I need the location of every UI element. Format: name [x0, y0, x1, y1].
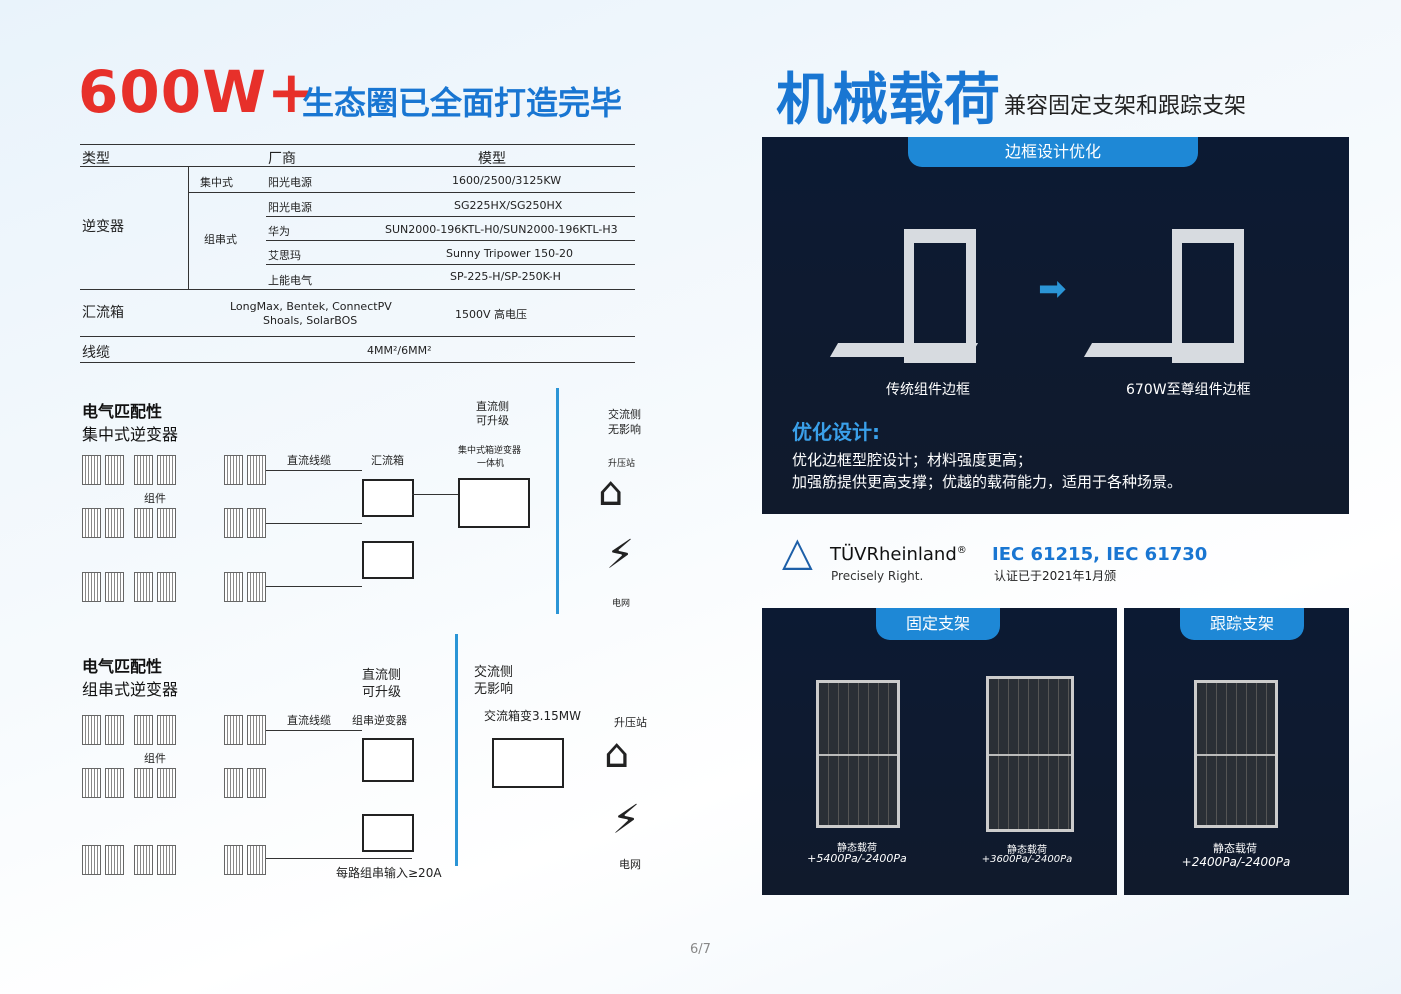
substation-icon: ⌂	[604, 731, 630, 777]
solar-panel-icon	[224, 455, 266, 485]
solar-module-image	[816, 680, 900, 828]
table-header: 类型 厂商 模型	[80, 144, 635, 167]
title-mechanical-load: 机械载荷	[776, 68, 1000, 133]
inverter-label: 逆变器	[82, 219, 124, 235]
fixed-mount-panel: 固定支架 静态载荷 +5400Pa/-2400Pa 静态载荷 +3600Pa/-…	[762, 608, 1117, 895]
string-inverter-icon	[362, 738, 414, 782]
substation-icon: ⌂	[598, 469, 624, 515]
solar-panel-icon	[224, 572, 266, 602]
table-row: 阳光电源	[268, 176, 312, 189]
module-label: 组件	[144, 492, 166, 505]
solar-panel-icon	[134, 508, 176, 538]
table-row: 阳光电源	[268, 201, 312, 214]
tracker-mount-panel: 跟踪支架 静态载荷 +2400Pa/-2400Pa	[1124, 608, 1349, 895]
central-inverter-icon	[458, 478, 530, 528]
table-row: 华为	[268, 225, 290, 238]
combiner-box-icon	[362, 479, 414, 517]
diagram2-title: 电气匹配性	[82, 657, 163, 676]
power-tower-icon: ⚡	[606, 532, 635, 578]
iec-standards: IEC 61215, IEC 61730	[992, 544, 1208, 565]
solar-panel-icon	[134, 845, 176, 875]
solar-module-image	[986, 676, 1074, 832]
solar-panel-icon	[224, 715, 266, 745]
diagram1-title: 电气匹配性	[82, 402, 163, 421]
solar-panel-icon	[134, 715, 176, 745]
tuv-brand: TÜVRheinland®	[830, 544, 967, 565]
frame-optimization-panel: 边框设计优化 ➡ 传统组件边框 670W至尊组件边框 优化设计: 优化边框型腔设…	[762, 137, 1349, 514]
page-number: 6/7	[690, 942, 711, 957]
title-ecosystem: 生态圈已全面打造完毕	[302, 84, 623, 122]
solar-panel-icon	[82, 768, 124, 798]
dc-ac-divider	[556, 388, 559, 614]
solar-panel-icon	[224, 768, 266, 798]
solar-panel-icon	[224, 508, 266, 538]
solar-panel-icon	[134, 572, 176, 602]
table-row: 上能电气	[268, 274, 312, 287]
diagram1-sub: 集中式逆变器	[82, 425, 179, 444]
traditional-frame-image	[904, 229, 976, 363]
dc-ac-divider	[455, 634, 458, 866]
table-row: 艾思玛	[268, 249, 301, 262]
tuv-triangle-icon: △	[782, 529, 813, 575]
arrow-right-icon: ➡	[1038, 269, 1067, 309]
frame-tab: 边框设计优化	[908, 137, 1198, 167]
solar-panel-icon	[134, 455, 176, 485]
title-600w: 600W+	[78, 58, 317, 126]
solar-panel-icon	[134, 768, 176, 798]
optimized-frame-image	[1172, 229, 1244, 363]
tracker-tab: 跟踪支架	[1180, 608, 1304, 640]
solar-panel-icon	[82, 572, 124, 602]
solar-panel-icon	[82, 715, 124, 745]
combiner-label: 汇流箱	[82, 305, 124, 321]
solar-panel-icon	[82, 508, 124, 538]
combiner-box-icon	[362, 541, 414, 579]
power-tower-icon: ⚡	[612, 797, 641, 843]
subtitle-mechanical-load: 兼容固定支架和跟踪支架	[1004, 94, 1247, 119]
cable-label: 线缆	[82, 345, 110, 361]
solar-module-image	[1194, 680, 1278, 828]
diagram2-sub: 组串式逆变器	[82, 680, 179, 699]
fixed-tab: 固定支架	[876, 608, 1000, 640]
ac-box-transformer-icon	[492, 738, 564, 788]
solar-panel-icon	[224, 845, 266, 875]
solar-panel-icon	[82, 455, 124, 485]
string-inverter-icon	[362, 814, 414, 852]
solar-panel-icon	[82, 845, 124, 875]
